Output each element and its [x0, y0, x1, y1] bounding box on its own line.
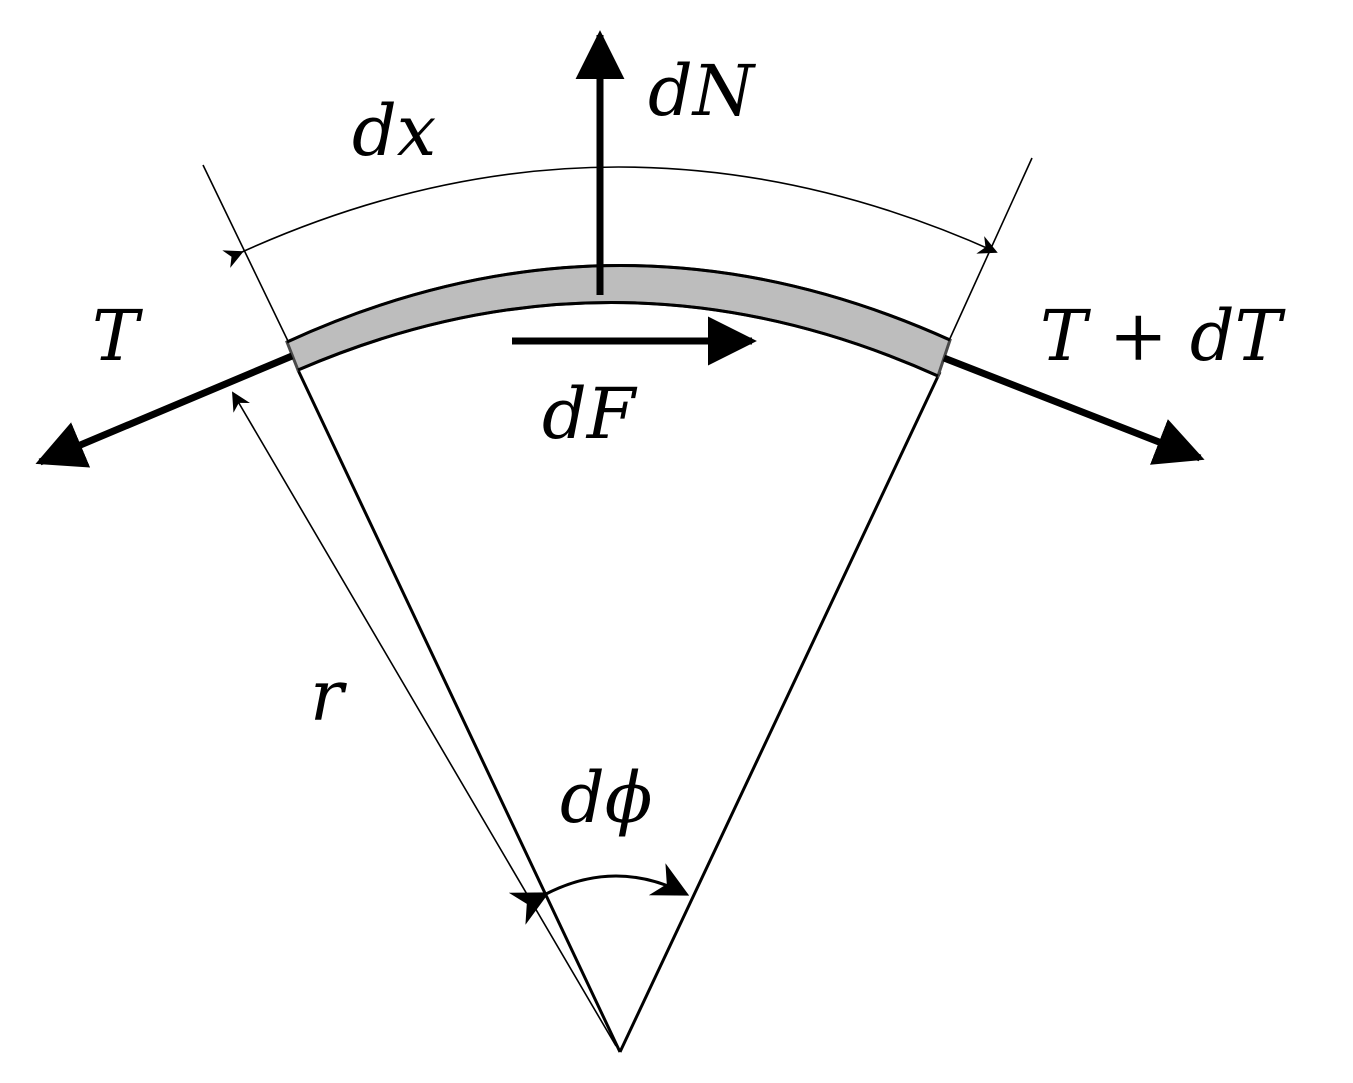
belt-element-band: [285, 264, 952, 379]
belt-outer-edge: [286, 264, 951, 344]
left-extension-line: [202, 164, 301, 367]
belt-inner-edge: [297, 300, 939, 378]
label-dphi: dϕ: [560, 757, 653, 839]
label-T-plus-dT: T + dT: [1040, 295, 1286, 377]
tension-left-arrow: [35, 352, 294, 468]
right-radial-line: [618, 371, 942, 1053]
dx-dimension-arc: [222, 166, 998, 268]
dphi-angle-arc: [508, 863, 690, 925]
label-dx: dx: [352, 90, 436, 172]
tension-right-arrow: [942, 354, 1205, 465]
label-dF: dF: [542, 373, 638, 455]
label-r: r: [310, 655, 347, 737]
left-radial-line: [296, 369, 622, 1053]
label-T: T: [92, 295, 143, 377]
radius-dimension-line: [232, 391, 617, 1047]
label-dN: dN: [648, 50, 757, 132]
right-extension-line: [941, 157, 1033, 357]
